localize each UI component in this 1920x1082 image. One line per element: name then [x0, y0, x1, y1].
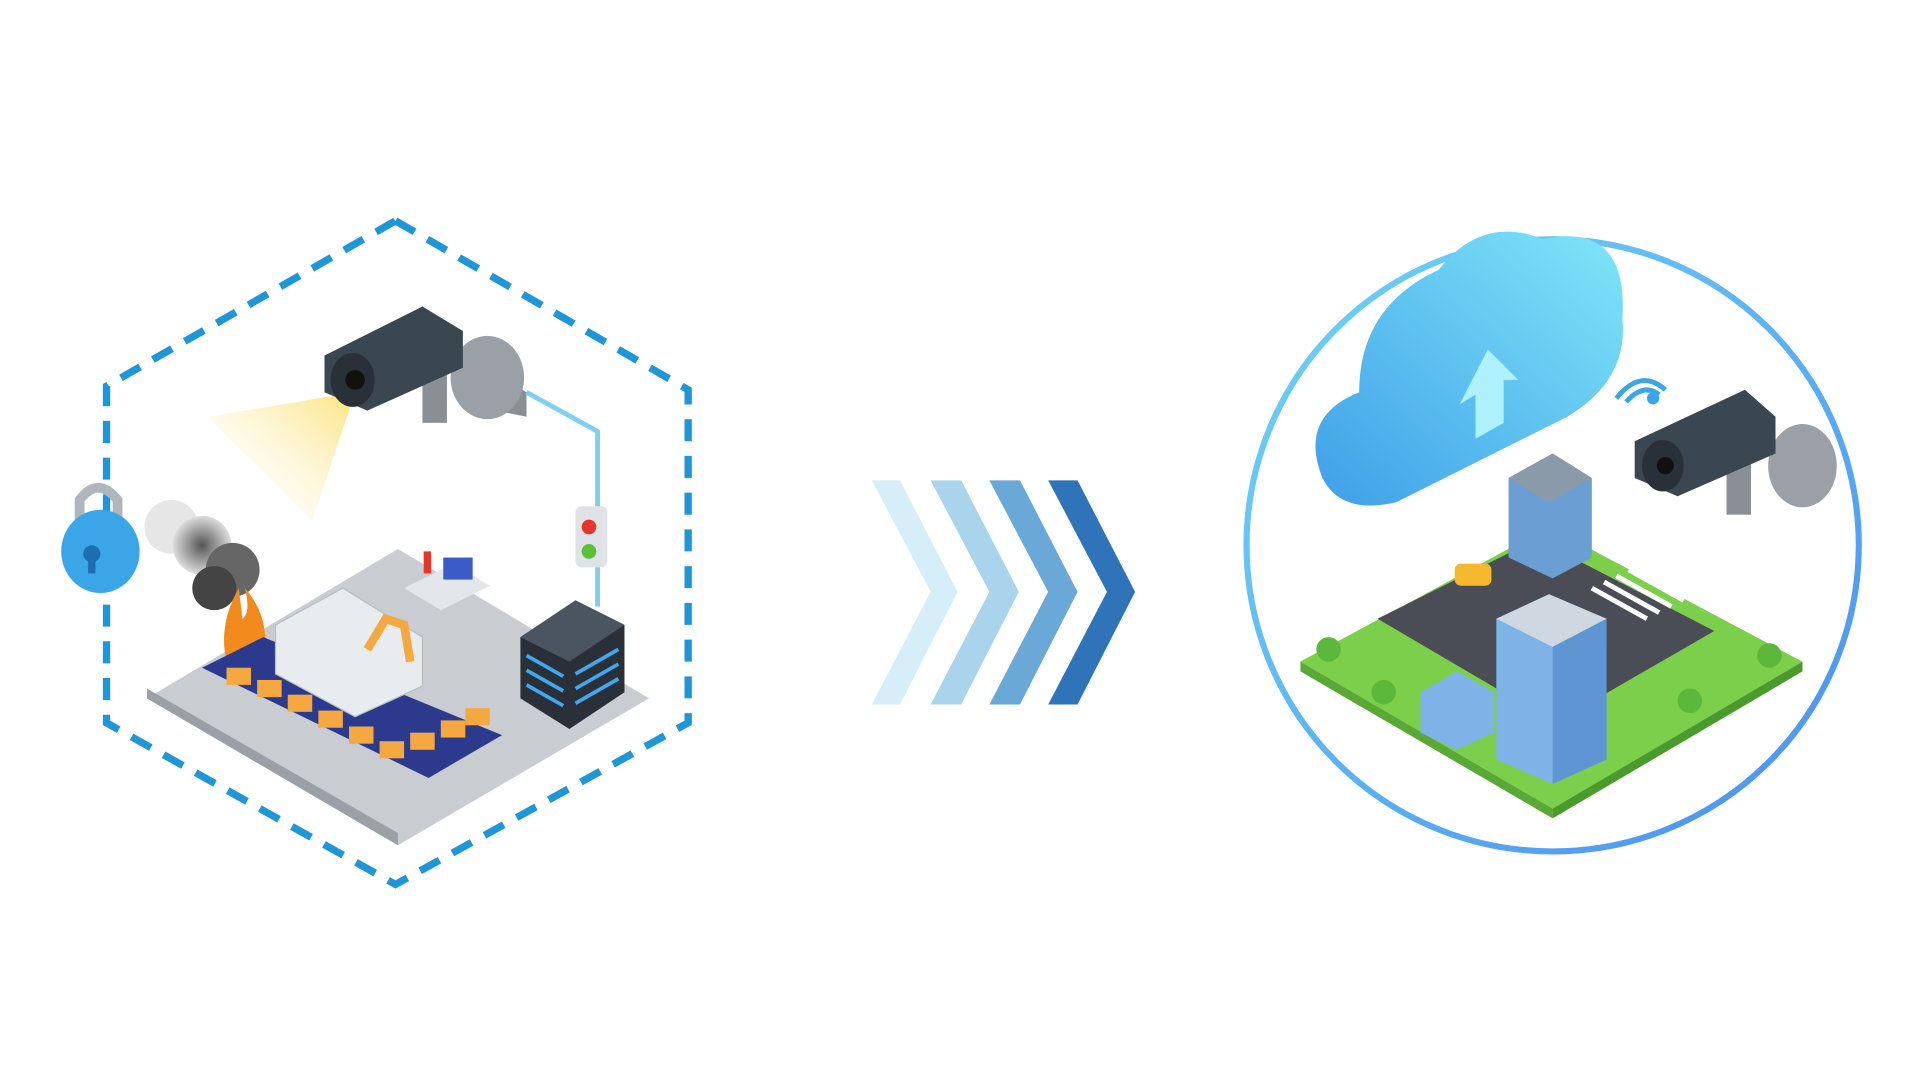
chevron-2 [930, 480, 1019, 705]
boxes [226, 667, 490, 759]
server-rack-icon [520, 600, 625, 729]
chevron-4 [1048, 480, 1136, 705]
cloud-upload-icon [1315, 231, 1624, 506]
hexagon-dashed-border [102, 216, 692, 889]
camera-cable [525, 390, 600, 515]
chevron-1 [871, 480, 958, 705]
car [1454, 563, 1492, 586]
tower-building [1508, 453, 1592, 579]
chevron-arrow-icon [871, 480, 1136, 705]
trees [1316, 637, 1782, 714]
security-camera-icon [1634, 389, 1837, 515]
smoke-icon [144, 499, 260, 611]
desk-computer [404, 551, 490, 611]
small-building [1420, 671, 1494, 750]
office-building [1496, 594, 1607, 785]
light-cone [208, 392, 356, 521]
wifi-icon [1614, 378, 1667, 405]
robot-arm [363, 613, 415, 663]
crosswalk [1590, 567, 1685, 621]
factory-scene [61, 216, 692, 889]
padlock-icon [61, 482, 140, 594]
traffic-light-icon [575, 506, 608, 568]
cloud-city-scene [1243, 231, 1862, 855]
security-camera-icon [324, 306, 527, 423]
chevron-3 [989, 480, 1078, 705]
